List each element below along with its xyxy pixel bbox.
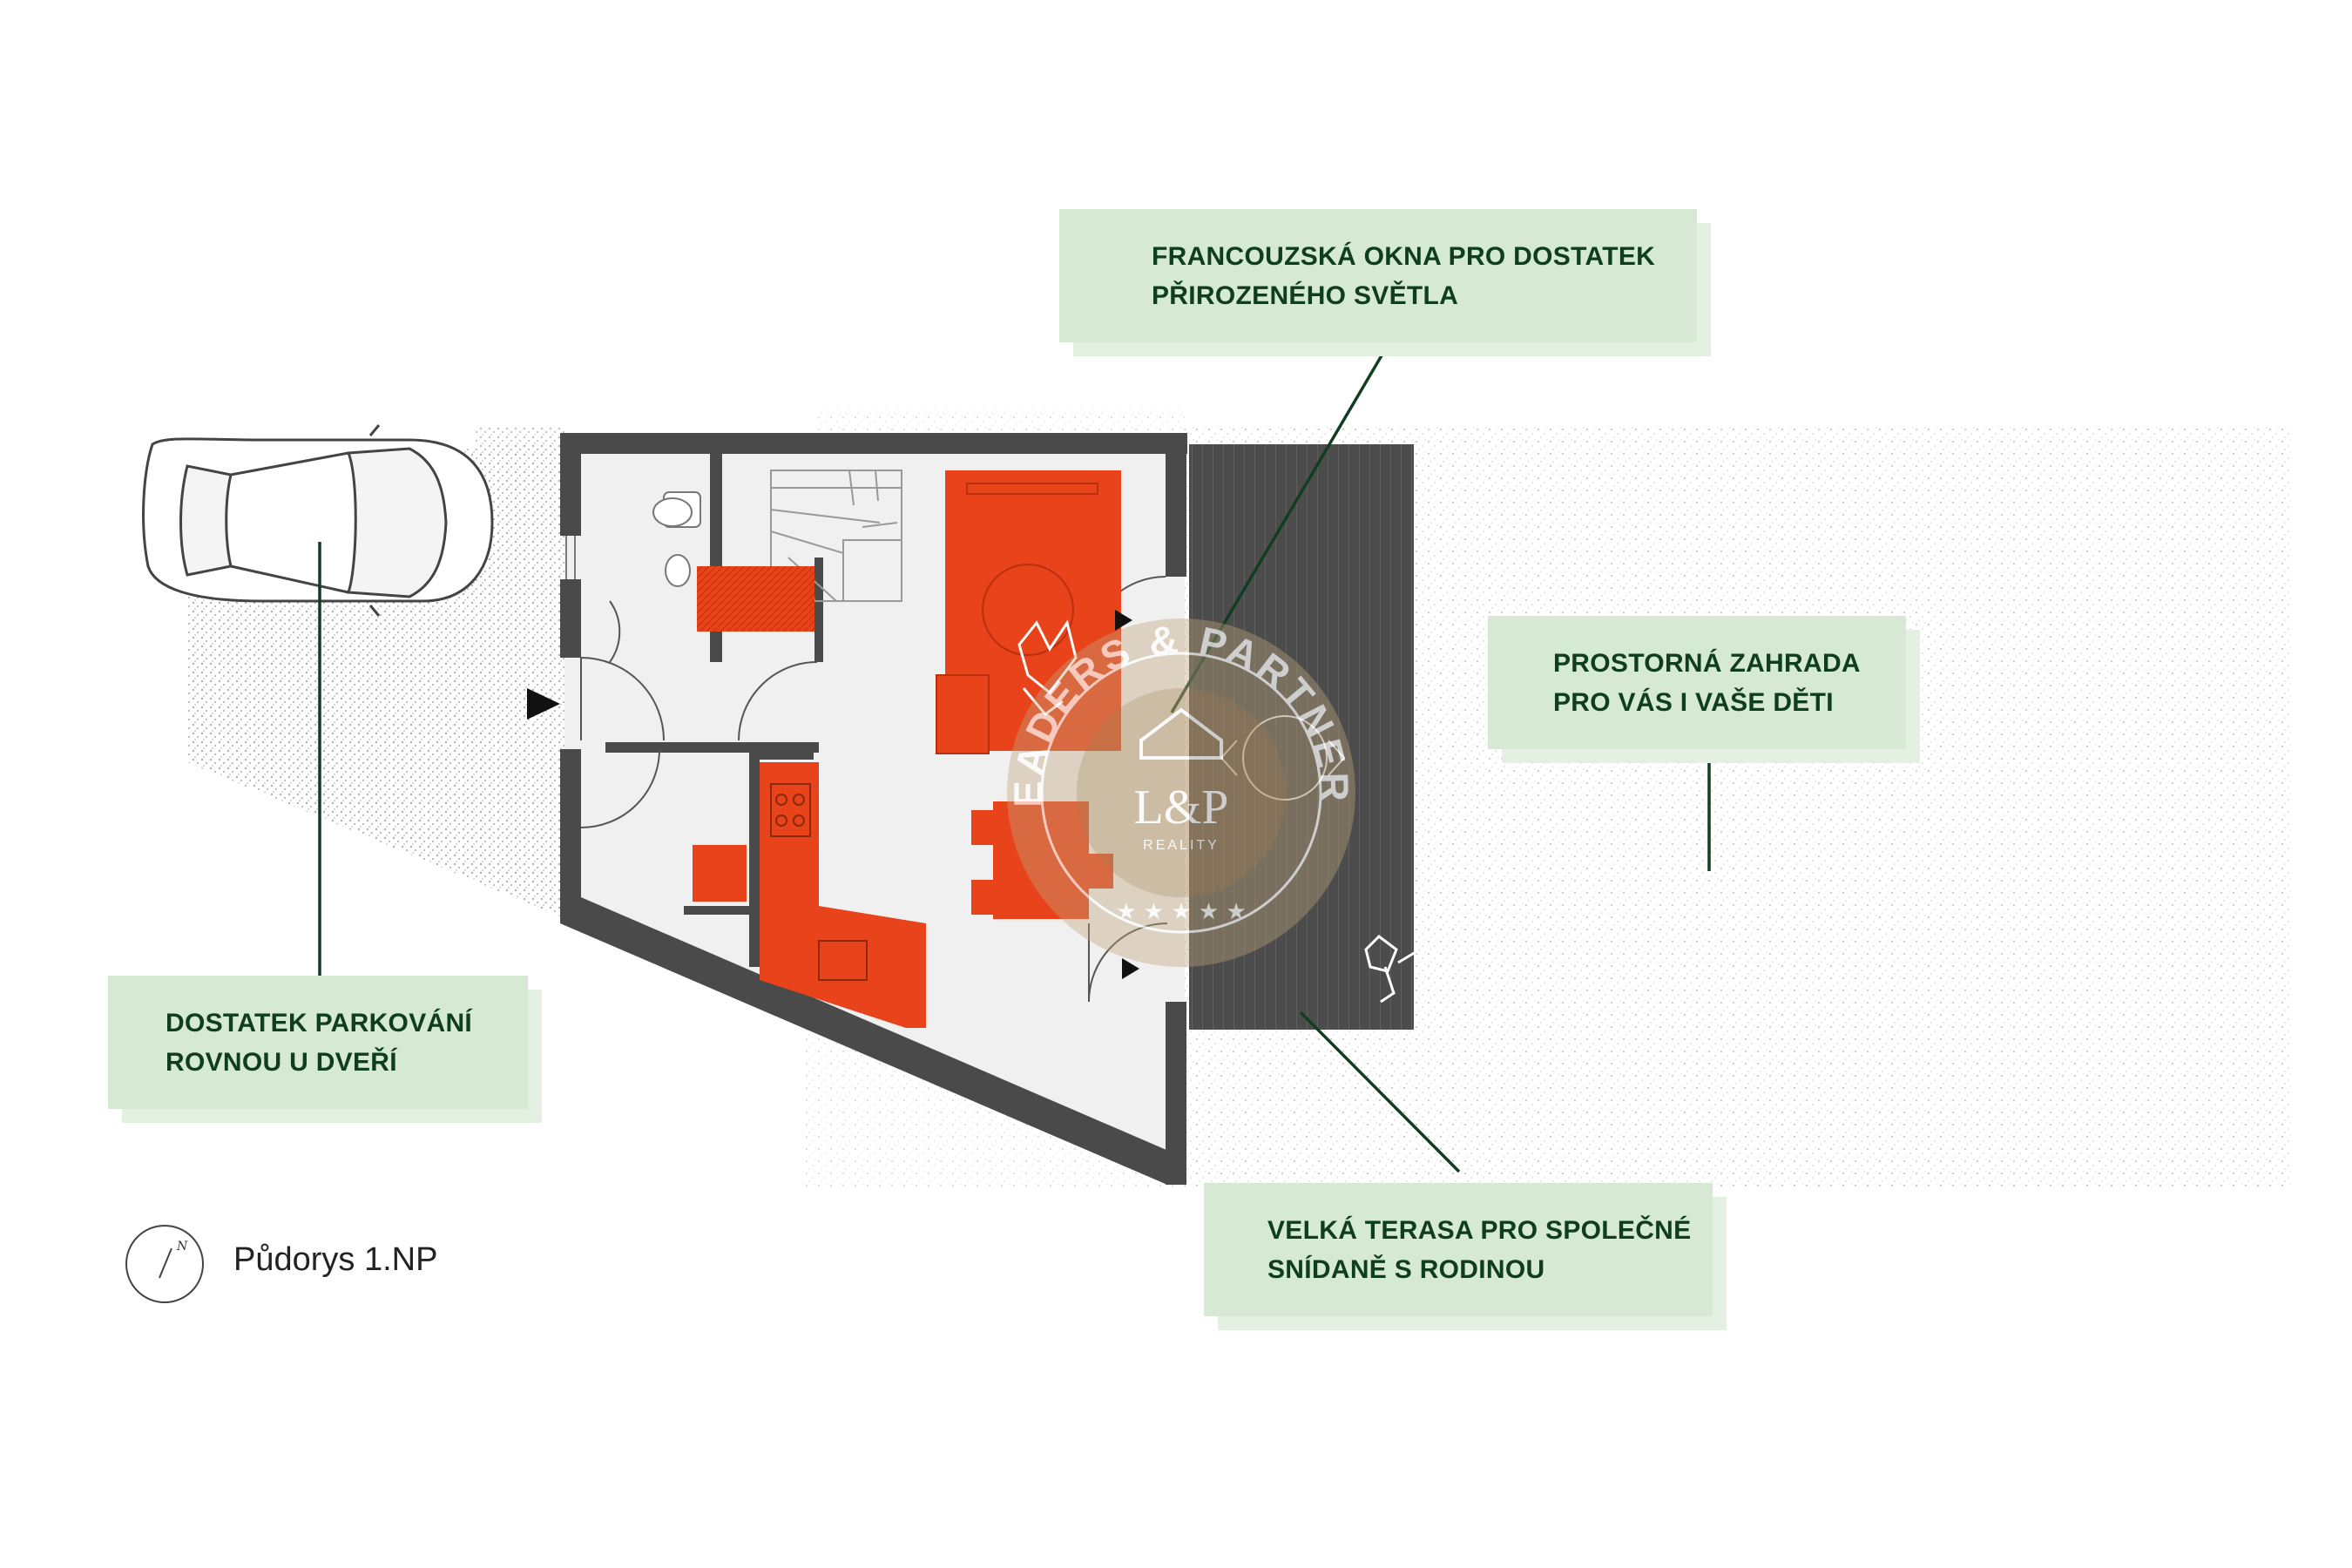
callout-parking-line-1: DOSTATEK PARKOVÁNÍ [166,1009,473,1037]
person-sketch-terrace [1364,935,1416,1004]
kitchen-counter [693,762,926,1028]
leader-lines [318,346,1711,1173]
callout-parking: DOSTATEK PARKOVÁNÍ ROVNOU U DVEŘÍ [108,976,528,1109]
compass-letter: N [176,1240,188,1254]
leader-windows [1170,346,1389,713]
callout-windows-line-1: FRANCOUZSKÁ OKNA PRO DOSTATEK [1152,242,1656,271]
staircase [770,470,902,602]
person-sketch-bedroom [1017,619,1078,717]
bed [936,470,1121,754]
callout-terrace-line-2: SNÍDANĚ S RODINOU [1267,1255,1545,1284]
callout-garden-line-1: PROSTORNÁ ZAHRADA [1553,649,1861,678]
callout-windows: FRANCOUZSKÁ OKNA PRO DOSTATEK PŘIROZENÉH… [1059,209,1697,342]
window-left [565,536,576,579]
callout-garden-line-2: PRO VÁS I VAŠE DĚTI [1553,688,1834,717]
entrance-arrows [527,610,1139,979]
plan-caption: Půdorys 1.NP [233,1241,438,1278]
terrace-deck [1189,444,1414,1030]
dining-table [971,801,1113,919]
car-icon [142,424,494,617]
callout-parking-line-2: ROVNOU U DVEŘÍ [166,1048,397,1077]
leader-terrace [1299,1010,1461,1173]
callout-terrace-line-1: VELKÁ TERASA PRO SPOLEČNÉ [1267,1216,1692,1245]
callout-garden: PROSTORNÁ ZAHRADA PRO VÁS I VAŠE DĚTI [1488,616,1906,749]
callout-terrace: VELKÁ TERASA PRO SPOLEČNÉ SNÍDANĚ S RODI… [1204,1183,1713,1316]
wardrobe [697,566,814,632]
callout-windows-line-2: PŘIROZENÉHO SVĚTLA [1152,281,1459,310]
watermark-sub: REALITY [1143,838,1220,853]
watermark-monogram: L&P [1134,781,1229,835]
north-arrow-icon: N [125,1225,204,1303]
toilet [652,491,701,587]
watermark-stars: ★ ★ ★ ★ ★ [1116,899,1247,925]
building-walls [560,433,1187,1185]
